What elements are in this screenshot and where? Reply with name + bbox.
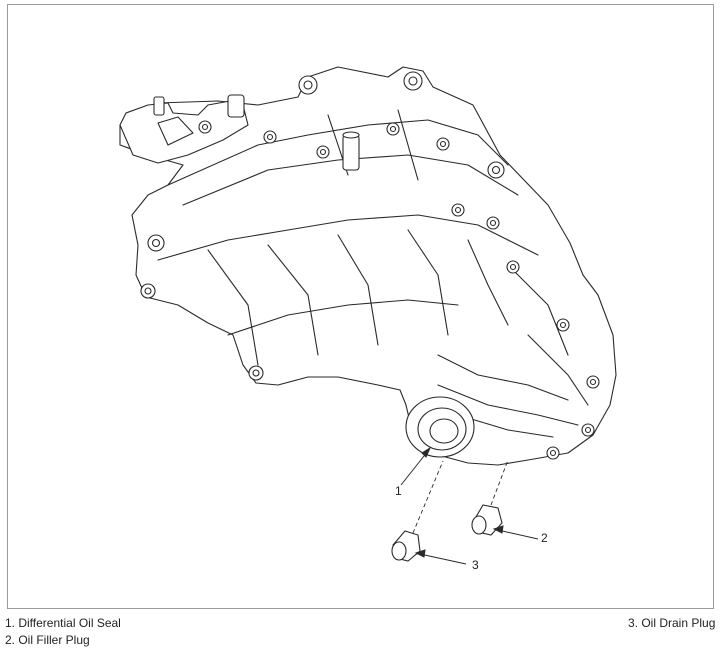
diagram-frame: 1 2 3 (7, 4, 714, 609)
callout-2-number: 2 (541, 531, 548, 545)
callout-2-leader (497, 529, 539, 540)
legend-item-oil-drain-plug: 3. Oil Drain Plug (628, 616, 716, 630)
callout-3-arrow (414, 549, 426, 558)
filler-plug-guide-line (490, 459, 509, 506)
oil-filler-plug (471, 504, 503, 536)
drain-plug-guide-line (412, 460, 444, 534)
callout-3-leader (419, 553, 467, 565)
transaxle-illustration (119, 66, 617, 565)
callout-3-number: 3 (472, 558, 479, 572)
differential-oil-seal (405, 396, 475, 458)
callout-1-number: 1 (395, 484, 402, 498)
legend-item-differential-oil-seal: 1. Differential Oil Seal (5, 616, 121, 630)
callout-1-arrow (421, 446, 432, 458)
callout-1-leader (400, 450, 429, 486)
oil-drain-plug (391, 530, 421, 562)
legend-item-oil-filler-plug: 2. Oil Filler Plug (5, 633, 90, 647)
callout-2-arrow (492, 525, 504, 534)
